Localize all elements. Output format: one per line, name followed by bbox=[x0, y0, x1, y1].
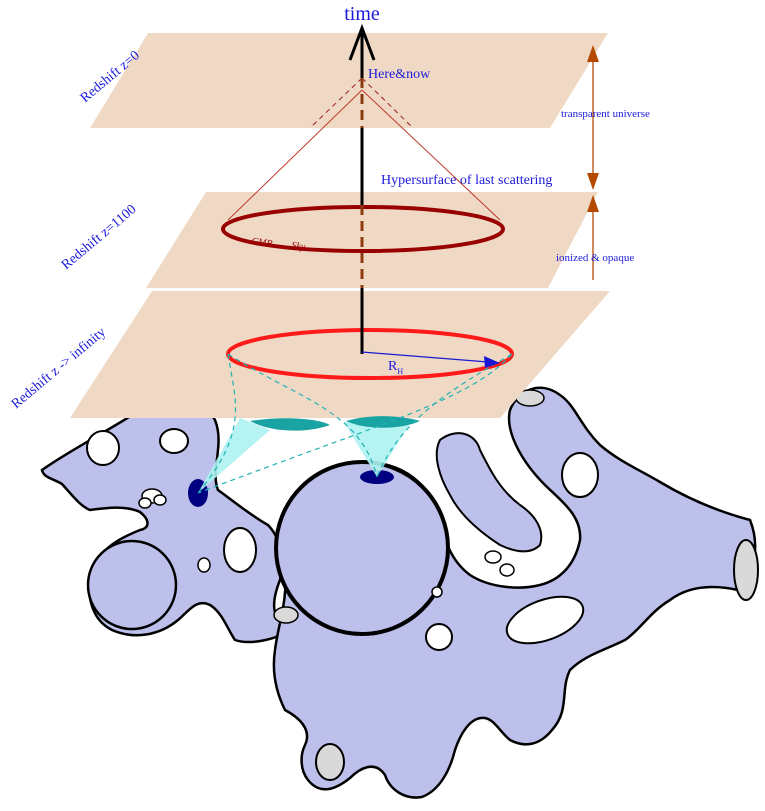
radius-arrowhead bbox=[484, 356, 500, 368]
time-arrowhead bbox=[348, 23, 376, 61]
blob-hole bbox=[153, 494, 167, 506]
radius-label-main: R bbox=[388, 359, 398, 374]
hypersurface-label: Hypersurface of last scattering bbox=[381, 173, 552, 188]
cyan-dash bbox=[197, 353, 237, 494]
blob-upper-arm bbox=[435, 432, 543, 553]
blob-hole bbox=[425, 623, 453, 651]
cone-line bbox=[227, 89, 363, 221]
transparent-label: transparent universe bbox=[561, 108, 650, 120]
plane-z0 bbox=[90, 33, 608, 128]
cyan-cone bbox=[344, 420, 412, 477]
blob-hole bbox=[561, 452, 599, 498]
blob-hole bbox=[159, 428, 189, 454]
blob-hole bbox=[431, 586, 443, 598]
cone-dash bbox=[309, 77, 363, 129]
teal-lens bbox=[250, 418, 330, 431]
cmb-label: CMB bbox=[251, 236, 273, 250]
blob-hole bbox=[223, 527, 257, 573]
time-axis bbox=[348, 23, 376, 354]
radius-label: RH bbox=[388, 359, 403, 376]
teal-lens bbox=[346, 416, 420, 428]
brown-arrowhead bbox=[587, 45, 599, 62]
brown-arrowhead bbox=[587, 195, 599, 212]
topology-blob bbox=[40, 338, 759, 799]
blob-left-sphere bbox=[86, 539, 178, 631]
blob-hole bbox=[197, 557, 211, 573]
time-label: time bbox=[344, 3, 380, 25]
blob-sphere bbox=[274, 460, 450, 636]
blob-hole bbox=[484, 550, 502, 564]
here-now-label: Here&now bbox=[368, 67, 431, 82]
cone-dash bbox=[361, 77, 414, 129]
blob-hole bbox=[86, 430, 120, 466]
cyan-cone bbox=[198, 418, 270, 493]
sky-label: Sky bbox=[291, 240, 307, 253]
radius-label-sub: H bbox=[397, 367, 403, 376]
blob-tube-end bbox=[733, 539, 759, 601]
plane-zinf bbox=[70, 291, 610, 418]
brown-arrowhead bbox=[587, 173, 599, 190]
blob-hole bbox=[505, 595, 585, 645]
cyan-dash bbox=[376, 353, 513, 478]
cyan-dash bbox=[227, 353, 378, 478]
blob-tube-end bbox=[273, 606, 299, 624]
ionized-label: ionized & opaque bbox=[556, 252, 634, 264]
cyan-dash bbox=[197, 353, 513, 494]
cone-line bbox=[361, 89, 501, 221]
blob-tube-end bbox=[315, 743, 345, 781]
blob-hole bbox=[499, 563, 515, 577]
blob-hole bbox=[138, 497, 152, 509]
plane-label-z1100: Redshift z=1100 bbox=[59, 202, 140, 273]
radius-arrow bbox=[361, 351, 489, 363]
